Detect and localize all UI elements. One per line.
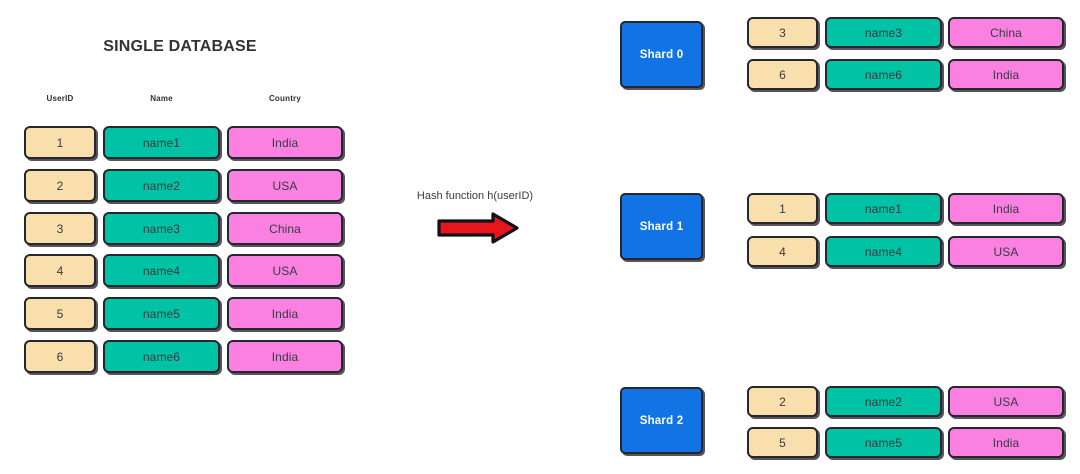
- column-header-userid: UserID: [46, 94, 74, 103]
- cell-name: name5: [103, 297, 220, 330]
- cell-country: India: [948, 193, 1064, 224]
- right-arrow-icon: [437, 212, 519, 244]
- hash-function-label: Hash function h(userID): [416, 190, 534, 202]
- cell-country: China: [227, 212, 343, 245]
- cell-name: name6: [825, 59, 942, 90]
- column-header-country: Country: [268, 94, 302, 103]
- cell-name: name1: [825, 193, 942, 224]
- cell-userid: 3: [747, 17, 818, 48]
- cell-name: name1: [103, 126, 220, 159]
- cell-country: USA: [227, 169, 343, 202]
- shard-box-0: Shard 0: [620, 21, 703, 88]
- cell-name: name4: [103, 254, 220, 287]
- cell-country: USA: [948, 386, 1064, 417]
- cell-country: USA: [227, 254, 343, 287]
- cell-userid: 2: [747, 386, 818, 417]
- cell-name: name4: [825, 236, 942, 267]
- cell-userid: 6: [24, 340, 96, 373]
- shard-box-1: Shard 1: [620, 193, 703, 260]
- cell-name: name2: [103, 169, 220, 202]
- cell-userid: 4: [24, 254, 96, 287]
- shard-box-2: Shard 2: [620, 387, 703, 454]
- cell-userid: 5: [747, 427, 818, 458]
- cell-name: name3: [825, 17, 942, 48]
- cell-country: India: [227, 126, 343, 159]
- cell-country: India: [227, 297, 343, 330]
- cell-name: name5: [825, 427, 942, 458]
- cell-name: name6: [103, 340, 220, 373]
- cell-country: India: [948, 427, 1064, 458]
- cell-userid: 4: [747, 236, 818, 267]
- cell-userid: 3: [24, 212, 96, 245]
- cell-country: USA: [948, 236, 1064, 267]
- cell-country: China: [948, 17, 1064, 48]
- cell-country: India: [948, 59, 1064, 90]
- cell-userid: 5: [24, 297, 96, 330]
- cell-name: name3: [103, 212, 220, 245]
- cell-userid: 6: [747, 59, 818, 90]
- cell-userid: 2: [24, 169, 96, 202]
- single-database-title: SINGLE DATABASE: [103, 38, 257, 55]
- cell-userid: 1: [747, 193, 818, 224]
- cell-userid: 1: [24, 126, 96, 159]
- cell-country: India: [227, 340, 343, 373]
- column-header-name: Name: [150, 94, 173, 103]
- cell-name: name2: [825, 386, 942, 417]
